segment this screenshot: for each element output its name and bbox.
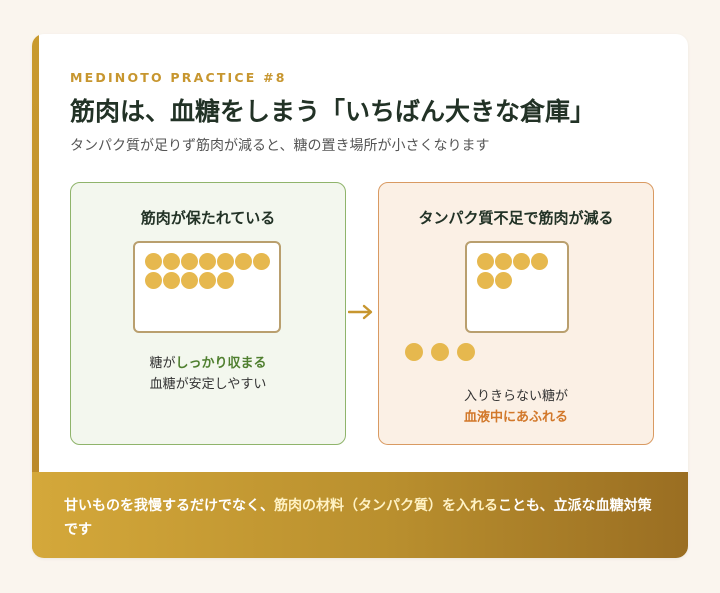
sugar-dot bbox=[253, 253, 270, 270]
sugar-dots-overflow bbox=[405, 343, 483, 362]
sugar-dots-stored-small bbox=[477, 253, 561, 291]
overflow-sugar-dot bbox=[457, 343, 475, 361]
footer-highlight: 筋肉の材料（タンパク質）を入れる bbox=[274, 498, 498, 514]
sugar-dot bbox=[163, 253, 180, 270]
sugar-dot bbox=[217, 272, 234, 289]
overflow-sugar-dot bbox=[431, 343, 449, 361]
panel-muscle-reduced: タンパク質不足で筋肉が減る 入りきらない糖が 血液中にあふれる bbox=[378, 182, 654, 445]
accent-bar bbox=[32, 34, 39, 558]
sugar-dot bbox=[235, 253, 252, 270]
right-caption-highlight: 血液中にあふれる bbox=[463, 410, 568, 425]
muscle-storage-box-small bbox=[465, 241, 569, 333]
panel-left-caption: 糖がしっかり収まる 血糖が安定しやすい bbox=[71, 353, 345, 395]
sugar-dot bbox=[181, 272, 198, 289]
footer-text: 甘いものを我慢するだけでなく、筋肉の材料（タンパク質）を入れることも、立派な血糖… bbox=[64, 494, 664, 542]
panel-muscle-maintained: 筋肉が保たれている 糖がしっかり収まる 血糖が安定しやすい bbox=[70, 182, 346, 445]
sugar-dot bbox=[495, 253, 512, 270]
sugar-dot bbox=[217, 253, 234, 270]
sugar-dot bbox=[477, 253, 494, 270]
page-title: 筋肉は、血糖をしまう「いちばん大きな倉庫」 bbox=[70, 97, 596, 126]
overflow-sugar-dot bbox=[405, 343, 423, 361]
left-caption-prefix: 糖が bbox=[149, 356, 176, 371]
sugar-dot bbox=[145, 272, 162, 289]
sugar-dot bbox=[163, 272, 180, 289]
eyebrow-label: MEDINOTO PRACTICE #8 bbox=[70, 70, 287, 85]
left-caption-line2: 血糖が安定しやすい bbox=[149, 377, 267, 392]
sugar-dots-stored bbox=[145, 253, 275, 291]
sugar-dot bbox=[181, 253, 198, 270]
page-subtitle: タンパク質が足りず筋肉が減ると、糖の置き場所が小さくなります bbox=[70, 138, 490, 154]
sugar-dot bbox=[199, 253, 216, 270]
footer-part2: ことも、立派な血糖対策です bbox=[64, 498, 652, 538]
arrow-right-icon bbox=[348, 304, 373, 320]
main-card: MEDINOTO PRACTICE #8 筋肉は、血糖をしまう「いちばん大きな倉… bbox=[32, 34, 688, 558]
sugar-dot bbox=[513, 253, 530, 270]
sugar-dot bbox=[531, 253, 548, 270]
sugar-dot bbox=[199, 272, 216, 289]
left-caption-highlight: しっかり収まる bbox=[175, 356, 267, 371]
sugar-dot bbox=[477, 272, 494, 289]
panel-right-caption: 入りきらない糖が 血液中にあふれる bbox=[379, 386, 653, 428]
panel-right-heading: タンパク質不足で筋肉が減る bbox=[418, 209, 614, 227]
panel-left-heading: 筋肉が保たれている bbox=[140, 209, 276, 227]
sugar-dot bbox=[495, 272, 512, 289]
sugar-dot bbox=[145, 253, 162, 270]
right-caption-line1: 入りきらない糖が bbox=[463, 389, 568, 404]
footer-part1: 甘いものを我慢するだけでなく、 bbox=[64, 498, 274, 514]
muscle-storage-box-large bbox=[133, 241, 281, 333]
footer-banner: 甘いものを我慢するだけでなく、筋肉の材料（タンパク質）を入れることも、立派な血糖… bbox=[32, 472, 688, 558]
